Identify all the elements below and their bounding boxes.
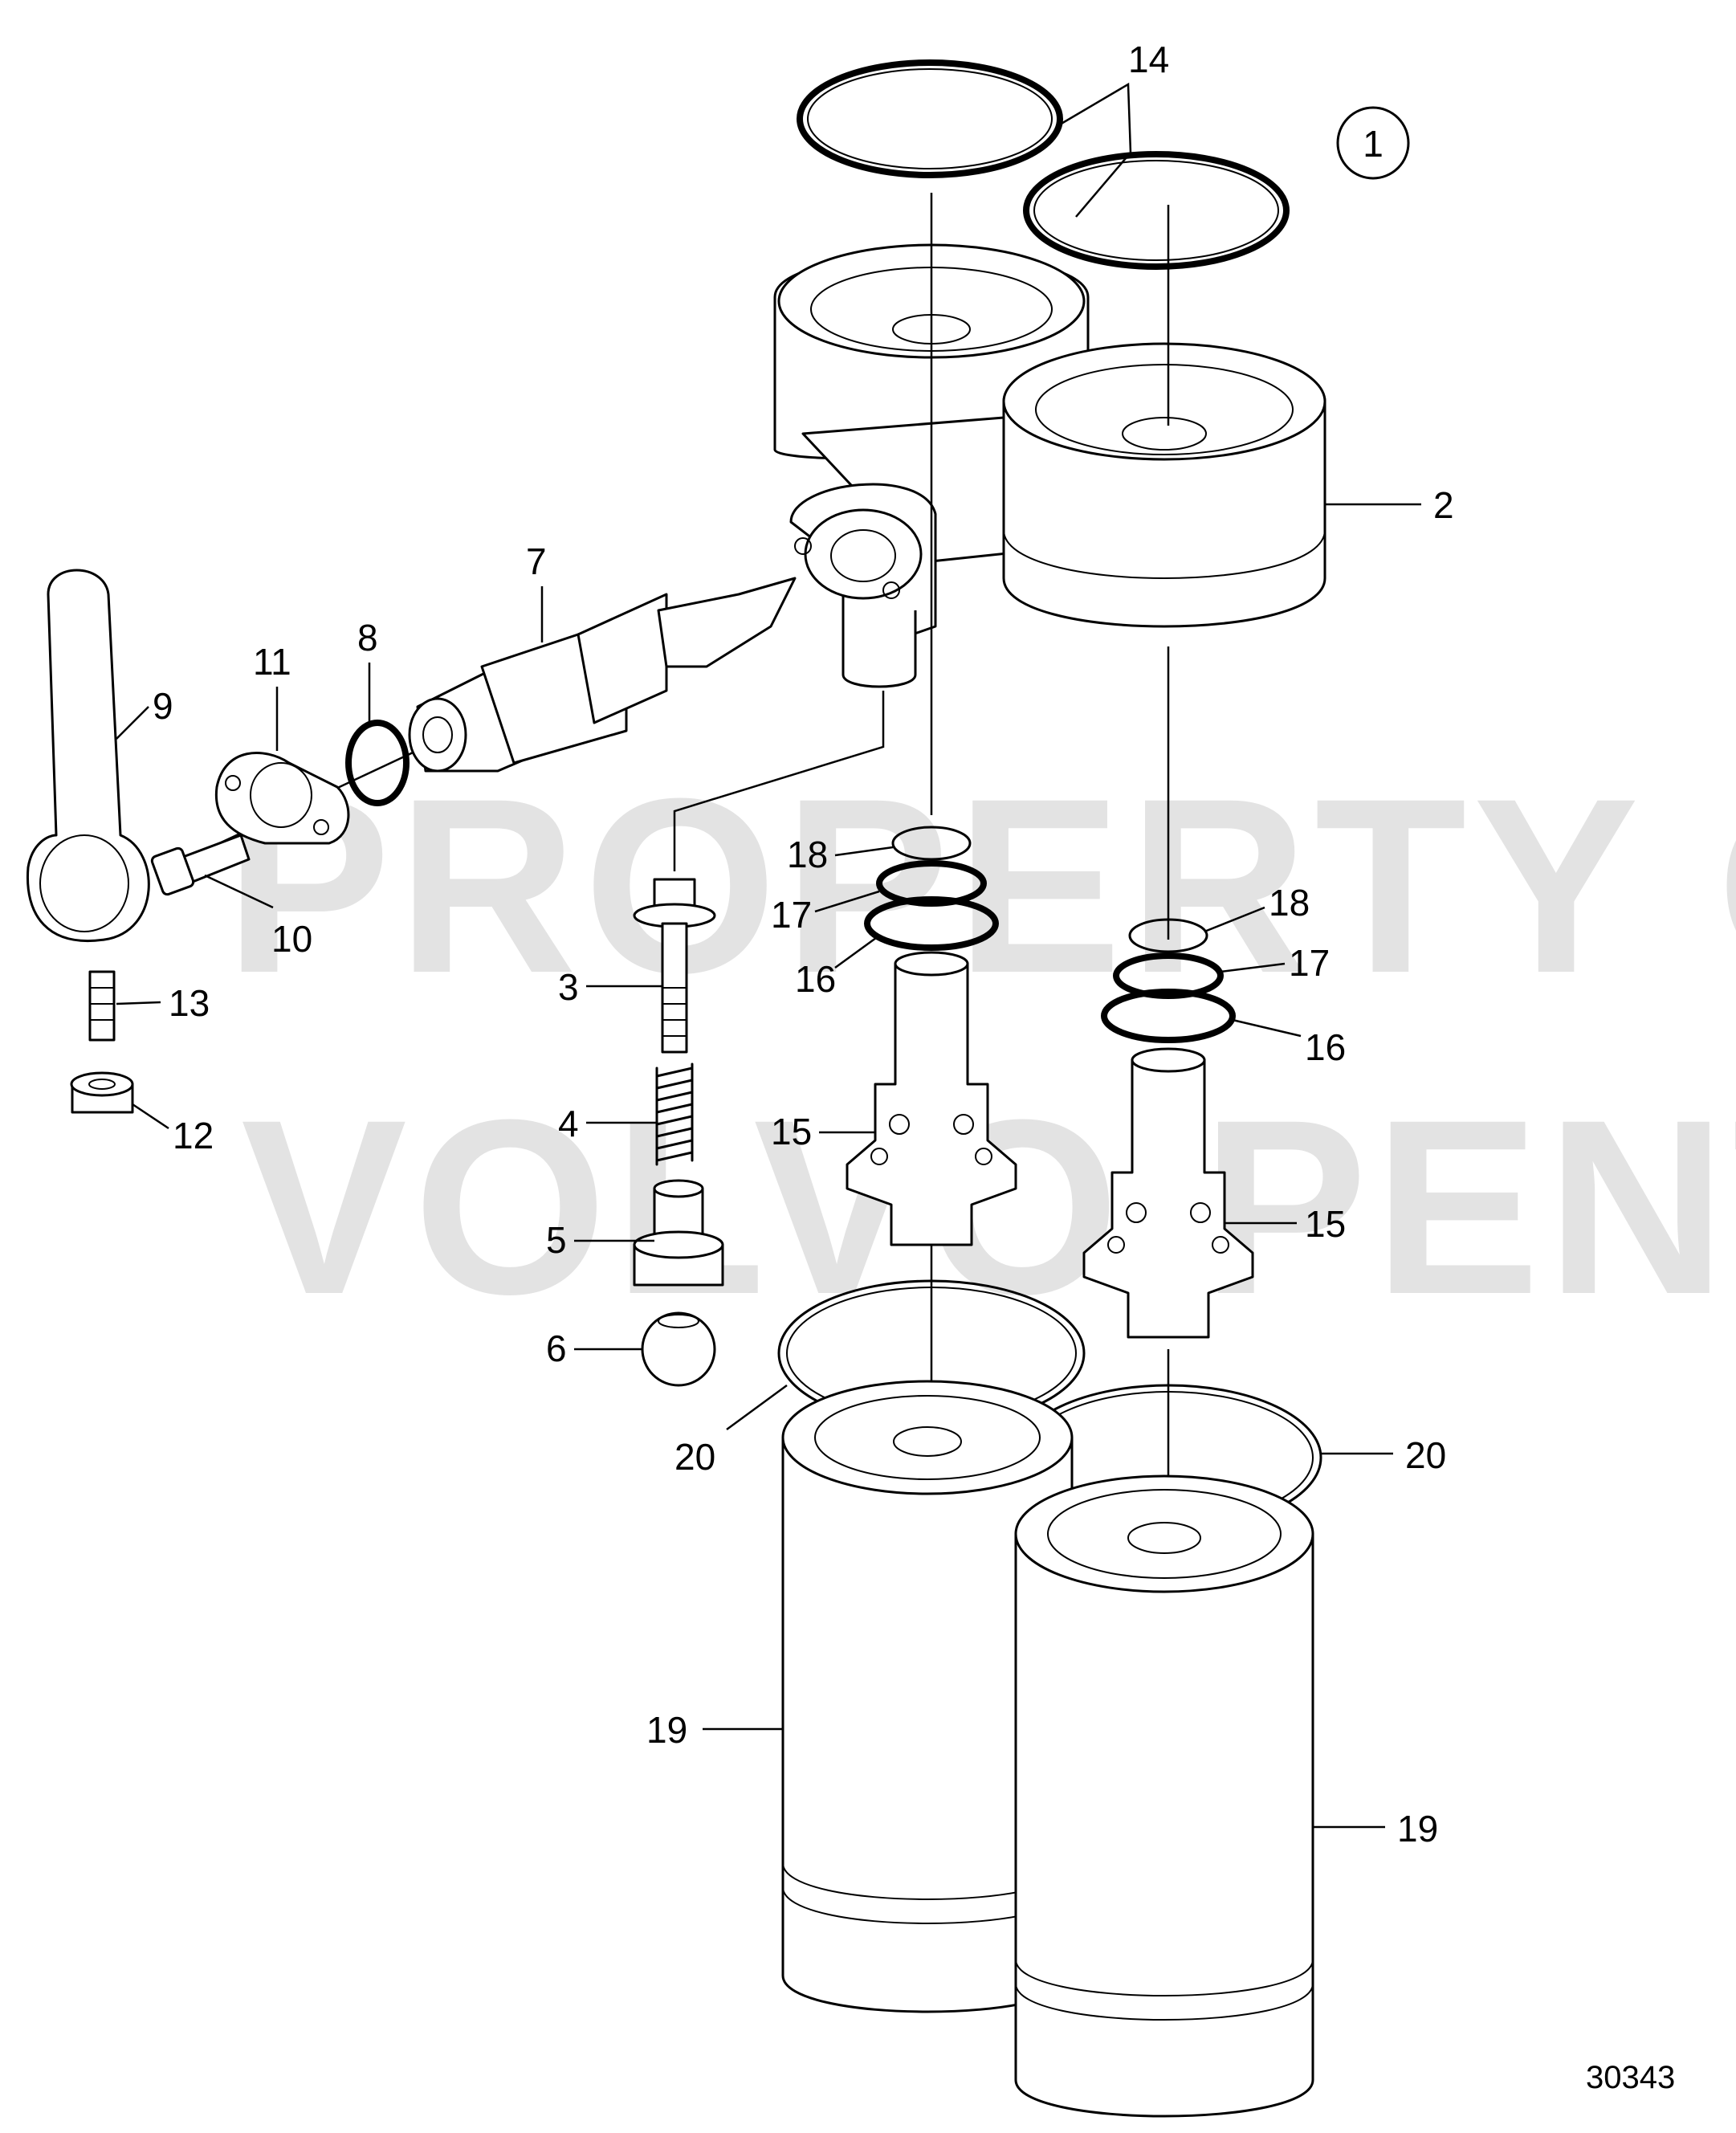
part-5-plug xyxy=(633,1179,724,1287)
part-9-lever xyxy=(26,569,150,942)
part-3-valve-bolt xyxy=(633,878,716,1054)
callout-10: 10 xyxy=(271,918,312,960)
callout-2: 2 xyxy=(1433,484,1454,526)
callout-15-right: 15 xyxy=(1305,1203,1346,1245)
part-12-nut xyxy=(70,1071,134,1114)
callout-19-right: 19 xyxy=(1397,1808,1438,1850)
callout-4: 4 xyxy=(558,1103,579,1144)
part-11-flange xyxy=(214,752,350,845)
view-marker: 1 xyxy=(1336,106,1410,180)
callout-12: 12 xyxy=(173,1115,214,1156)
figure-number: 30343 xyxy=(1586,2060,1675,2095)
callout-14: 14 xyxy=(1128,39,1169,80)
watermark: PROPERTY OF VOLVO PENTA xyxy=(225,746,1736,1346)
seal-rings xyxy=(864,826,1236,1043)
part-2-filter-housing xyxy=(773,243,1326,688)
callout-3: 3 xyxy=(558,966,579,1008)
part-7-valve-spool xyxy=(408,577,797,773)
part-4-spring xyxy=(655,1062,694,1166)
callout-15-left: 15 xyxy=(771,1111,812,1152)
part-10-bolt xyxy=(150,834,251,896)
part-8-o-ring xyxy=(345,720,410,806)
part-6-ball xyxy=(641,1311,716,1387)
part-15-nipples xyxy=(846,951,1254,1339)
part-13-stud xyxy=(88,970,116,1042)
callout-11: 11 xyxy=(253,641,291,683)
callout-16-right: 16 xyxy=(1305,1026,1346,1068)
callout-17-left: 17 xyxy=(771,894,812,936)
callout-18-right: 18 xyxy=(1269,882,1310,924)
callout-20-left: 20 xyxy=(674,1436,715,1478)
callout-6: 6 xyxy=(546,1328,567,1369)
part-19-oil-filters xyxy=(781,1380,1314,2118)
callout-13: 13 xyxy=(169,982,210,1024)
callout-8: 8 xyxy=(357,617,378,659)
callout-19-left: 19 xyxy=(646,1709,687,1751)
callouts: 14 2 7 8 11 9 10 13 12 3 4 5 6 xyxy=(116,39,1454,1850)
view-marker-number: 1 xyxy=(1363,123,1384,165)
part-14-o-rings xyxy=(797,59,1290,270)
callout-7: 7 xyxy=(526,540,547,582)
callout-17-right: 17 xyxy=(1289,942,1330,984)
callout-5: 5 xyxy=(546,1219,567,1261)
callout-20-right: 20 xyxy=(1405,1434,1446,1476)
callout-16-left: 16 xyxy=(795,958,836,1000)
callout-9: 9 xyxy=(153,685,173,727)
callout-18-left: 18 xyxy=(787,834,828,875)
